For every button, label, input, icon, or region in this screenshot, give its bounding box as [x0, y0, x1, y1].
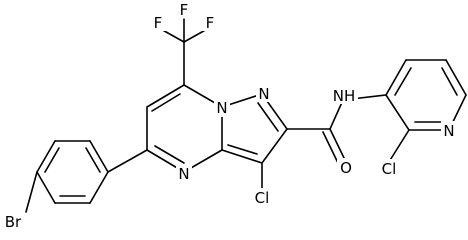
atom-label-n-pyrimidine: N: [178, 165, 189, 183]
atom-label-f1: F: [154, 14, 163, 32]
bond-camide-nh: [329, 99, 344, 130]
bond-ph-c3-c4: [36, 140, 56, 173]
atom-label-o-amide: O: [340, 159, 352, 177]
bond-camide-o-double: [322, 131, 339, 164]
atom-f2: F: [176, 0, 192, 19]
bond-c3-c3a: [221, 149, 263, 164]
atom-nh-amide: NH: [330, 86, 358, 105]
atom-br: Br: [0, 213, 26, 232]
bond-ph-c3-c4-double: [44, 147, 60, 173]
atom-label-n-pyridine: N: [443, 122, 454, 140]
atom-f1: F: [150, 13, 166, 32]
atom-cl-pyridine: Cl: [377, 159, 401, 178]
atom-label-cl-pyrazole: Cl: [255, 189, 270, 207]
atom-label-cl-pyridine: Cl: [382, 160, 397, 178]
bond-ph-c6-c1: [89, 171, 109, 204]
bond-ph-c4-c5: [36, 171, 56, 204]
bond-py-c4-c3-double: [394, 67, 412, 96]
bond-c7-c6-double: [151, 93, 181, 112]
atom-label-f2: F: [180, 1, 189, 19]
bond-ph-c1-c2-double: [85, 147, 101, 173]
bond-py-c6-c5-double: [441, 67, 458, 96]
bond-n2-c2-double: [257, 102, 279, 132]
atom-cl-pyrazole: Cl: [250, 188, 274, 207]
atom-label-nh-amide: NH: [333, 87, 356, 105]
bond-c5-phenyl: [107, 149, 148, 173]
bond-c5-n4-double: [154, 145, 185, 164]
bond-py-c6-c5: [445, 59, 467, 96]
atom-label-br: Br: [5, 213, 22, 231]
atom-n-pyrazole: N: [256, 84, 272, 103]
atom-n-pyridine: N: [441, 121, 457, 140]
atom-n-bridge: N: [214, 99, 230, 117]
atom-f3: F: [202, 13, 218, 32]
bond-c3-c3a-double: [227, 144, 258, 155]
atom-label-n-bridge: N: [216, 99, 227, 117]
atom-label-f3: F: [206, 14, 215, 32]
bond-py-c4-c3: [385, 59, 407, 96]
bond-ph-c1-c2: [89, 140, 109, 173]
atom-o-amide: O: [337, 158, 355, 177]
bond-c7-c6: [146, 84, 185, 108]
atom-label-n-pyrazole: N: [258, 85, 269, 103]
bond-c2-c3: [261, 128, 288, 164]
atom-labels: F F F N N N Cl O: [0, 0, 457, 232]
bonds: [25, 18, 467, 213]
bond-py-c3-c2: [385, 94, 410, 131]
atom-n-pyrimidine: N: [176, 164, 192, 183]
bond-ph-c4-br: [25, 171, 38, 213]
bond-camide-o: [329, 128, 346, 161]
